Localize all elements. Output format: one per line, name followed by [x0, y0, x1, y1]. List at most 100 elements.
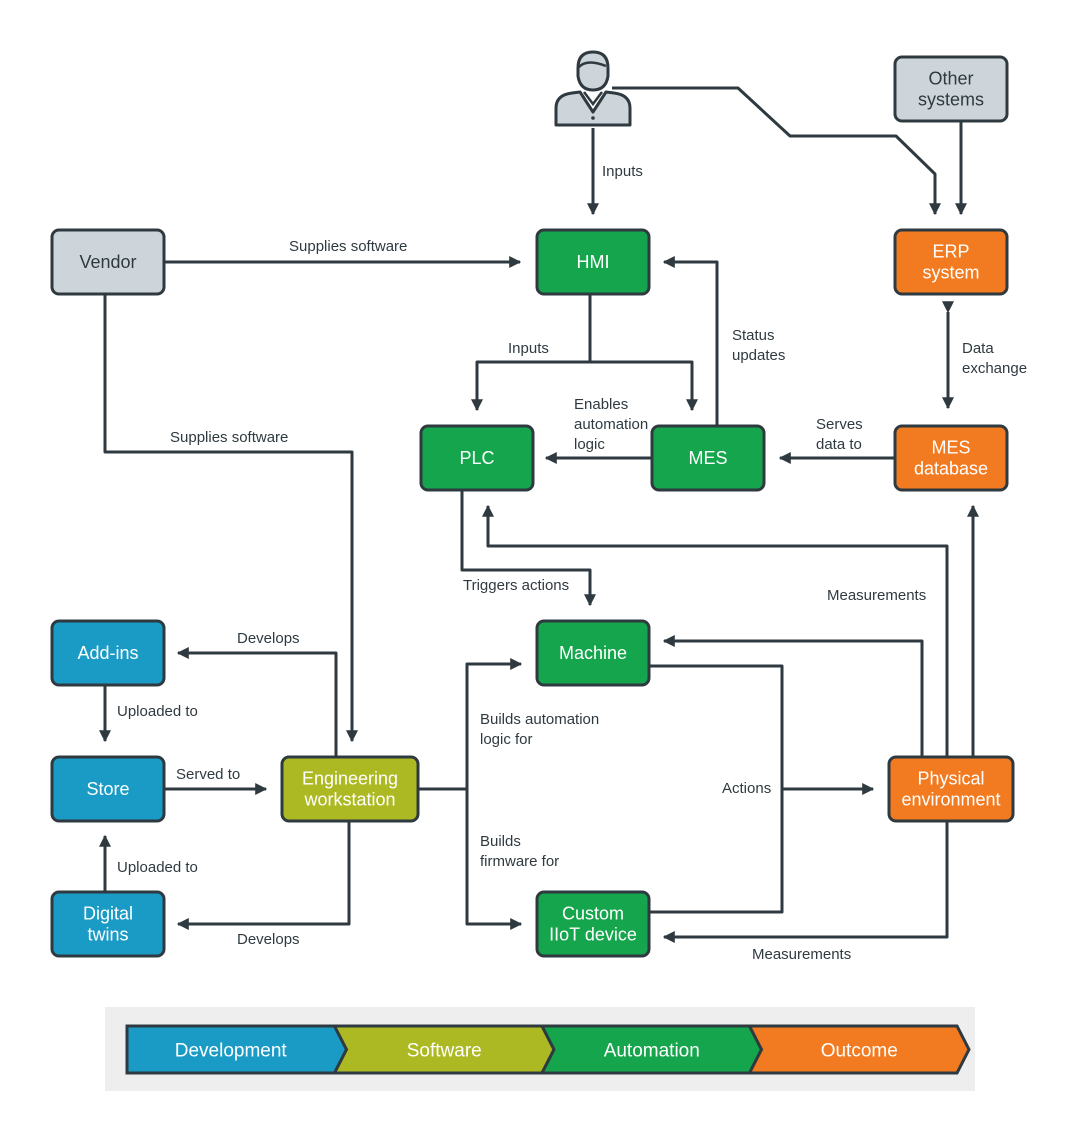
user-icon	[554, 50, 632, 127]
node-label: Digital	[83, 904, 133, 924]
edge-label-text: Uploaded to	[117, 703, 198, 720]
legend-item-development: Development	[125, 1024, 349, 1075]
edge-label-actions: Actions	[722, 780, 771, 797]
edge-iiot-line	[649, 789, 784, 914]
edge-label-text: Served to	[176, 766, 240, 783]
edge-label-text: Inputs	[602, 163, 643, 180]
edge-label-text: updates	[732, 347, 785, 364]
node-label: Physical	[917, 769, 984, 789]
edge-label-serves: Serves data to	[816, 416, 863, 453]
edge-label-text: Status	[732, 327, 775, 344]
node-label: Custom	[562, 904, 624, 924]
edge-label-develops-twins: Develops	[237, 931, 300, 948]
legend-item-outcome: Outcome	[747, 1024, 971, 1075]
edge-label-enables: Enables automation logic	[574, 396, 648, 453]
edge-label-text: Builds automation	[480, 711, 599, 728]
node-plc: PLC	[419, 424, 535, 492]
edge-mes-hmi	[662, 256, 719, 426]
edge-ws-twins	[176, 821, 351, 930]
edge-label-text: data to	[816, 436, 862, 453]
edge-ws-iiot	[465, 789, 523, 930]
edge-label-builds-firmware: Builds firmware for	[480, 833, 559, 870]
node-addins: Add-ins	[50, 619, 166, 687]
node-label: database	[914, 459, 988, 479]
edge-label-text: Supplies software	[289, 238, 407, 255]
edge-label-inputs-user: Inputs	[602, 163, 643, 180]
node-label: systems	[918, 90, 984, 110]
node-label: Machine	[559, 643, 627, 663]
node-label: twins	[87, 925, 128, 945]
edge-label-text: Builds	[480, 833, 521, 850]
edge-env-plc	[482, 504, 949, 757]
edge-label-text: Triggers actions	[463, 577, 569, 594]
edge-label-uploaded-addins: Uploaded to	[117, 703, 198, 720]
edge-machine-env	[649, 664, 875, 795]
node-label: PLC	[459, 448, 494, 468]
edge-label-triggers: Triggers actions	[463, 577, 569, 594]
node-label: environment	[901, 790, 1000, 810]
edge-label-text: Actions	[722, 780, 771, 797]
legend-label: Software	[407, 1041, 482, 1062]
node-label: Engineering	[302, 769, 398, 789]
edge-label-text: Data	[962, 340, 994, 357]
node-hmi: HMI	[535, 228, 651, 296]
edge-label-text: Measurements	[827, 587, 926, 604]
node-label: workstation	[303, 790, 395, 810]
edge-ws-addins	[176, 647, 338, 757]
edge-vendor-ws	[103, 295, 358, 743]
node-label: IIoT device	[549, 925, 637, 945]
edge-label-text: Enables	[574, 396, 628, 413]
node-label: ERP	[932, 242, 969, 262]
legend-label: Automation	[604, 1041, 700, 1062]
edge-label-uploaded-twins: Uploaded to	[117, 859, 198, 876]
node-label: Add-ins	[77, 643, 138, 663]
node-label: Vendor	[79, 252, 136, 272]
legend-label: Development	[175, 1041, 288, 1062]
edge-label-supplies-ws: Supplies software	[170, 429, 288, 446]
edge-hmi-mes	[590, 360, 698, 412]
edge-hmi-plc	[471, 295, 592, 412]
edge-user-erp	[612, 86, 941, 216]
edge-label-supplies-hmi: Supplies software	[289, 238, 407, 255]
edge-label-inputs-hmi: Inputs	[508, 340, 549, 357]
edge-label-text: Develops	[237, 931, 300, 948]
edge-env-iiot	[662, 821, 949, 943]
node-label: system	[922, 263, 979, 283]
edge-label-text: logic	[574, 436, 605, 453]
edge-label-builds-logic: Builds automation logic for	[480, 711, 599, 748]
edge-label-develops-addins: Develops	[237, 630, 300, 647]
edge-ws-machine	[419, 658, 523, 791]
node-label: MES	[688, 448, 727, 468]
legend-item-automation: Automation	[539, 1024, 764, 1075]
edge-label-text: firmware for	[480, 853, 559, 870]
edge-label-data-exchange: Data exchange	[962, 340, 1027, 377]
edge-label-measurements-iiot: Measurements	[752, 946, 851, 963]
edge-label-text: logic for	[480, 731, 533, 748]
node-vendor: Vendor	[50, 228, 166, 296]
node-store: Store	[50, 755, 166, 823]
node-mes: MES	[650, 424, 766, 492]
edge-env-machine	[662, 635, 924, 757]
legend-label: Outcome	[821, 1041, 898, 1062]
node-label: Store	[86, 779, 129, 799]
edge-label-status: Status updates	[732, 327, 785, 364]
node-label: HMI	[577, 252, 610, 272]
edge-plc-machine	[460, 491, 596, 607]
edge-label-text: Measurements	[752, 946, 851, 963]
edge-label-text: automation	[574, 416, 648, 433]
edge-label-text: Develops	[237, 630, 300, 647]
edge-label-served-to: Served to	[176, 766, 240, 783]
edge-label-text: Serves	[816, 416, 863, 433]
node-label: MES	[931, 438, 970, 458]
node-machine: Machine	[535, 619, 651, 687]
edge-label-text: Uploaded to	[117, 859, 198, 876]
edge-label-text: exchange	[962, 360, 1027, 377]
edge-label-text: Supplies software	[170, 429, 288, 446]
